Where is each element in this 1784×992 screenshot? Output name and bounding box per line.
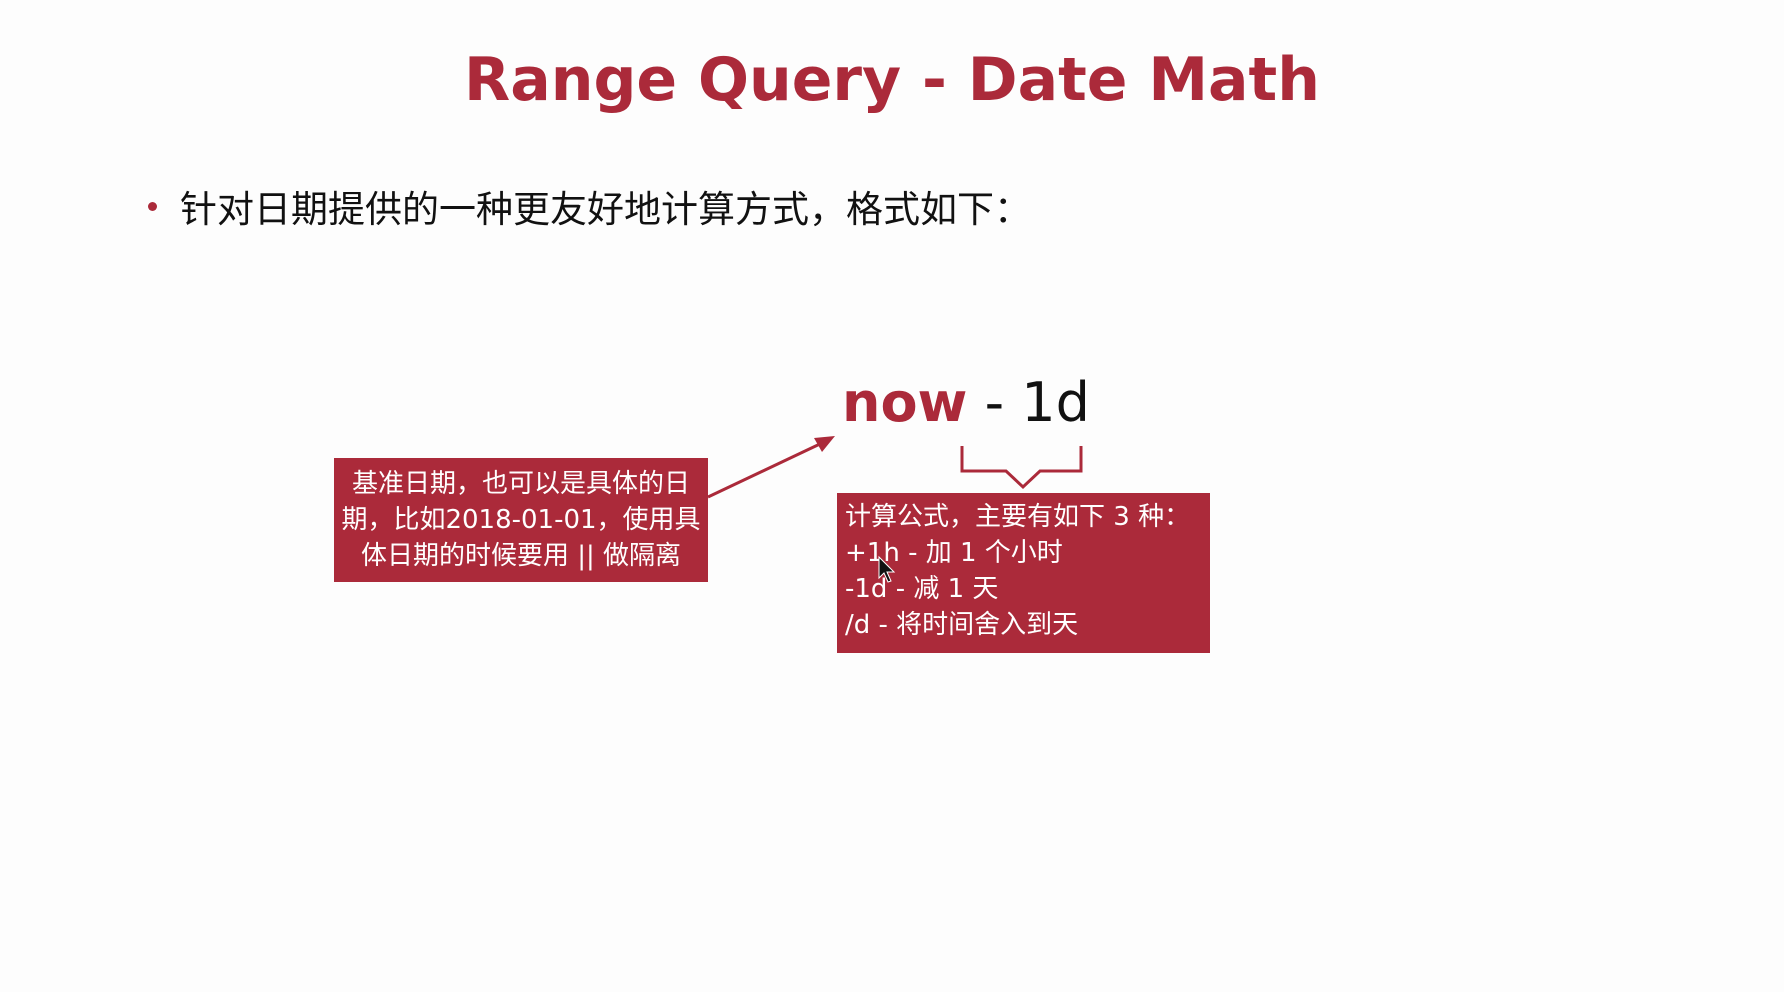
curly-brace-icon <box>960 446 1083 490</box>
formula-heading: 计算公式，主要有如下 3 种： <box>845 502 1191 532</box>
base-date-note: 基准日期，也可以是具体的日期，比如2018-01-01，使用具体日期的时候要用 … <box>334 458 708 582</box>
formula-line: /d - 将时间舍入到天 <box>845 610 1079 640</box>
formula-line: +1h - 加 1 个小时 <box>845 538 1063 568</box>
bullet-text: 针对日期提供的一种更友好地计算方式，格式如下： <box>180 188 1031 231</box>
date-math-expression: now - 1d <box>842 368 1090 438</box>
arrow-head-icon <box>814 436 835 452</box>
bullet-dot-icon <box>148 201 157 211</box>
expression-base: now <box>842 371 968 434</box>
formula-line: -1d - 减 1 天 <box>845 574 999 604</box>
bullet-item: 针对日期提供的一种更友好地计算方式，格式如下： <box>148 178 1031 234</box>
expression-operation: - 1d <box>967 371 1090 434</box>
arrow-pointer-icon <box>707 441 823 499</box>
formula-note: 计算公式，主要有如下 3 种： +1h - 加 1 个小时 -1d - 减 1 … <box>837 493 1210 653</box>
slide-title: Range Query - Date Math <box>464 45 1320 115</box>
